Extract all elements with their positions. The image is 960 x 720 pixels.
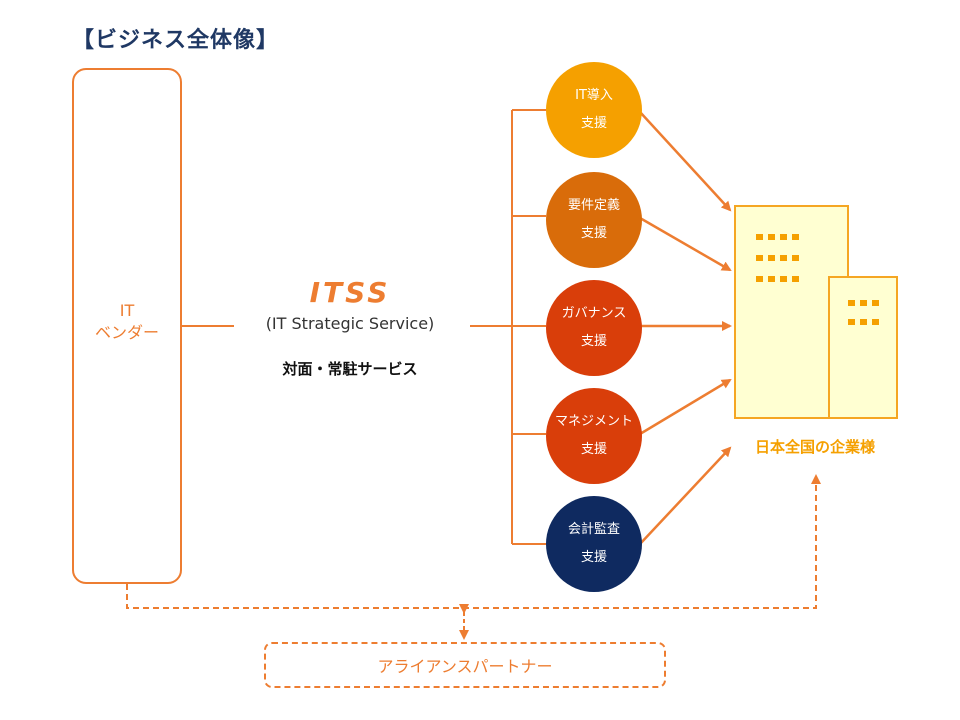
building-window [872, 300, 879, 306]
building-window [756, 255, 763, 261]
building-window [780, 234, 787, 240]
support-circle-label: IT導入 [575, 88, 613, 103]
building-window [792, 255, 799, 261]
support-circle-label: マネジメント [554, 414, 633, 429]
building-window [780, 276, 787, 282]
page-title: 【ビジネス全体像】 [72, 28, 280, 53]
building-window [792, 276, 799, 282]
building-window [780, 255, 787, 261]
alliance-partner-label: アライアンスパートナー [377, 657, 553, 676]
building-window [792, 234, 799, 240]
arrow-5 [639, 446, 732, 545]
building-window [860, 319, 867, 325]
support-circle-governance: ガバナンス 支援 [546, 280, 642, 376]
clients-label: 日本全国の企業様 [754, 438, 875, 456]
support-circle-sublabel: 支援 [580, 116, 607, 131]
building-window [848, 300, 855, 306]
arrow-4 [639, 378, 732, 436]
it-vendor-label: IT ベンダー [72, 300, 182, 344]
it-vendor-label-line1: IT [119, 301, 135, 320]
support-circle-label: 会計監査 [567, 522, 620, 537]
support-circle-it-introduction: IT導入 支援 [546, 62, 642, 158]
building-icon [828, 276, 898, 419]
support-circle-requirements: 要件定義 支援 [546, 172, 642, 268]
arrow-1 [639, 111, 732, 212]
building-window [756, 276, 763, 282]
support-circle-sublabel: 支援 [580, 226, 607, 241]
support-circle-sublabel: 支援 [580, 334, 607, 349]
building-window [768, 234, 775, 240]
building-window [756, 234, 763, 240]
support-circle-label: 要件定義 [567, 198, 620, 213]
it-vendor-box [72, 68, 182, 584]
alliance-partner-box: アライアンスパートナー [264, 642, 666, 688]
support-circle-label: ガバナンス [561, 306, 627, 321]
building-window [872, 319, 879, 325]
building-window [768, 255, 775, 261]
support-circle-sublabel: 支援 [580, 442, 607, 457]
itss-logo: ITSS [309, 276, 391, 309]
support-circle-sublabel: 支援 [580, 550, 607, 565]
it-vendor-label-line2: ベンダー [94, 323, 159, 342]
support-circle-audit: 会計監査 支援 [546, 496, 642, 592]
arrow-2 [639, 216, 732, 272]
building-window [860, 300, 867, 306]
alliance-dashed-loop [126, 474, 821, 609]
building-window [768, 276, 775, 282]
itss-service-label: 対面・常駐サービス [282, 360, 418, 378]
support-circle-management: マネジメント 支援 [546, 388, 642, 484]
building-window [848, 319, 855, 325]
itss-subtitle: (IT Strategic Service) [265, 314, 435, 333]
